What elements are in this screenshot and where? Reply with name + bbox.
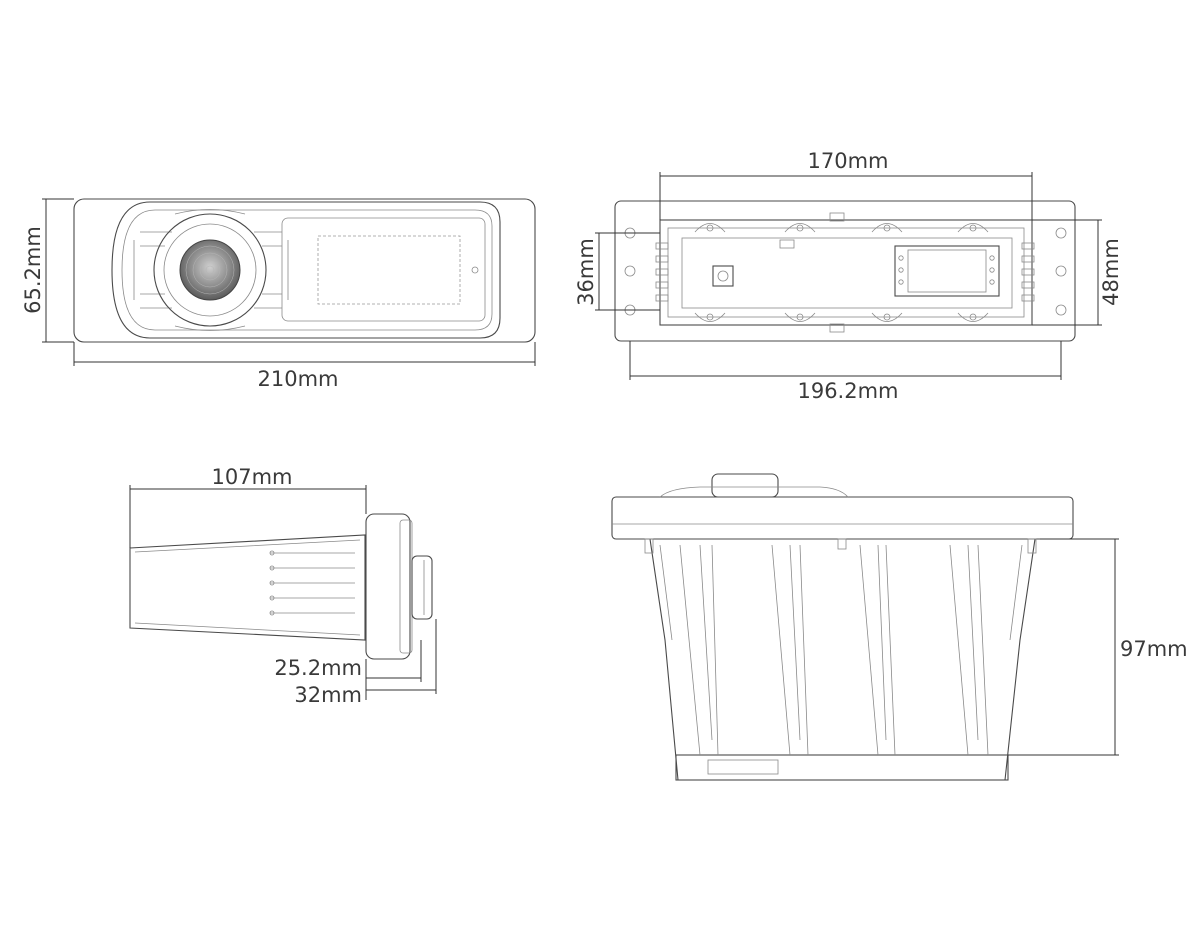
antenna-jack: [712, 265, 734, 287]
rear-tab: [829, 212, 845, 222]
rear-tab: [829, 323, 845, 333]
rear-housing: [659, 219, 1033, 326]
mount-hole-icon: [1055, 265, 1067, 277]
rear-cavity: [681, 237, 1013, 309]
top-view: [611, 473, 1074, 781]
front-bezel-inner: [121, 209, 493, 331]
rear-view: [614, 200, 1076, 342]
side-knob-depth-dimension: 32mm: [294, 619, 437, 707]
side-fins: [269, 550, 355, 616]
front-width-dimension: 210mm: [73, 342, 536, 391]
ir-sensor-icon: [471, 266, 479, 274]
top-chassis-base: [675, 754, 1009, 781]
side-front-depth-dimension: 25.2mm: [274, 640, 422, 700]
rear-outer-width-dimension: 196.2mm: [629, 341, 1062, 403]
side-view: [129, 513, 433, 660]
rear-inner-height-label: 36mm: [574, 238, 598, 306]
rear-inner-width-label: 170mm: [808, 149, 889, 173]
rear-inner-width-dimension: 170mm: [659, 149, 1033, 220]
rear-outer-height-dimension: 48mm: [1032, 219, 1123, 326]
knob-mid-ring: [163, 223, 257, 317]
mount-hole-icon: [1055, 227, 1067, 239]
top-knob-icon: [711, 473, 779, 498]
top-tabs: [644, 538, 1037, 554]
top-connector: [707, 759, 779, 775]
top-fins: [659, 544, 1023, 756]
side-chassis-line: [134, 539, 361, 636]
rear-outer-width-label: 196.2mm: [797, 379, 898, 403]
top-height-label: 97mm: [1120, 637, 1188, 661]
wiring-connector-inner: [907, 249, 987, 293]
wiring-connector: [894, 245, 1000, 297]
side-front-depth-label: 25.2mm: [274, 656, 362, 680]
top-height-dimension: 97mm: [1008, 538, 1188, 756]
display-window: [317, 235, 461, 305]
front-height-dimension: 65.2mm: [21, 198, 74, 343]
rear-tab: [779, 239, 795, 249]
mount-hole-icon: [624, 265, 636, 277]
volume-knob-icon: [179, 239, 241, 301]
antenna-jack-icon: [717, 270, 729, 282]
side-knob-depth-label: 32mm: [294, 683, 362, 707]
rear-housing-inner: [667, 227, 1025, 318]
rear-inner-height-dimension: 36mm: [574, 232, 660, 311]
side-depth-dimension: 107mm: [129, 465, 367, 548]
knob-texture: [185, 245, 235, 295]
side-knob-icon: [411, 555, 433, 620]
display-panel: [281, 217, 486, 322]
rear-clips-top: [694, 223, 989, 233]
side-faceplate: [365, 513, 411, 660]
rear-outer-height-label: 48mm: [1099, 238, 1123, 306]
top-faceplate: [611, 496, 1074, 540]
rear-clips-bottom: [694, 312, 989, 322]
front-height-label: 65.2mm: [21, 226, 45, 314]
side-chassis: [129, 534, 366, 641]
front-bezel: [111, 201, 501, 339]
side-depth-label: 107mm: [212, 465, 293, 489]
top-bezel: [659, 486, 849, 498]
rear-faceplate: [614, 200, 1076, 342]
knob-outer-ring: [153, 213, 267, 327]
mount-hole-icon: [1055, 304, 1067, 316]
top-chassis: [649, 538, 1036, 781]
front-width-label: 210mm: [258, 367, 339, 391]
rear-side-ribs: [655, 242, 1035, 302]
button-ring: [133, 209, 289, 331]
front-faceplate: [73, 198, 536, 343]
connector-pins: [898, 255, 995, 285]
front-view: [73, 198, 536, 343]
